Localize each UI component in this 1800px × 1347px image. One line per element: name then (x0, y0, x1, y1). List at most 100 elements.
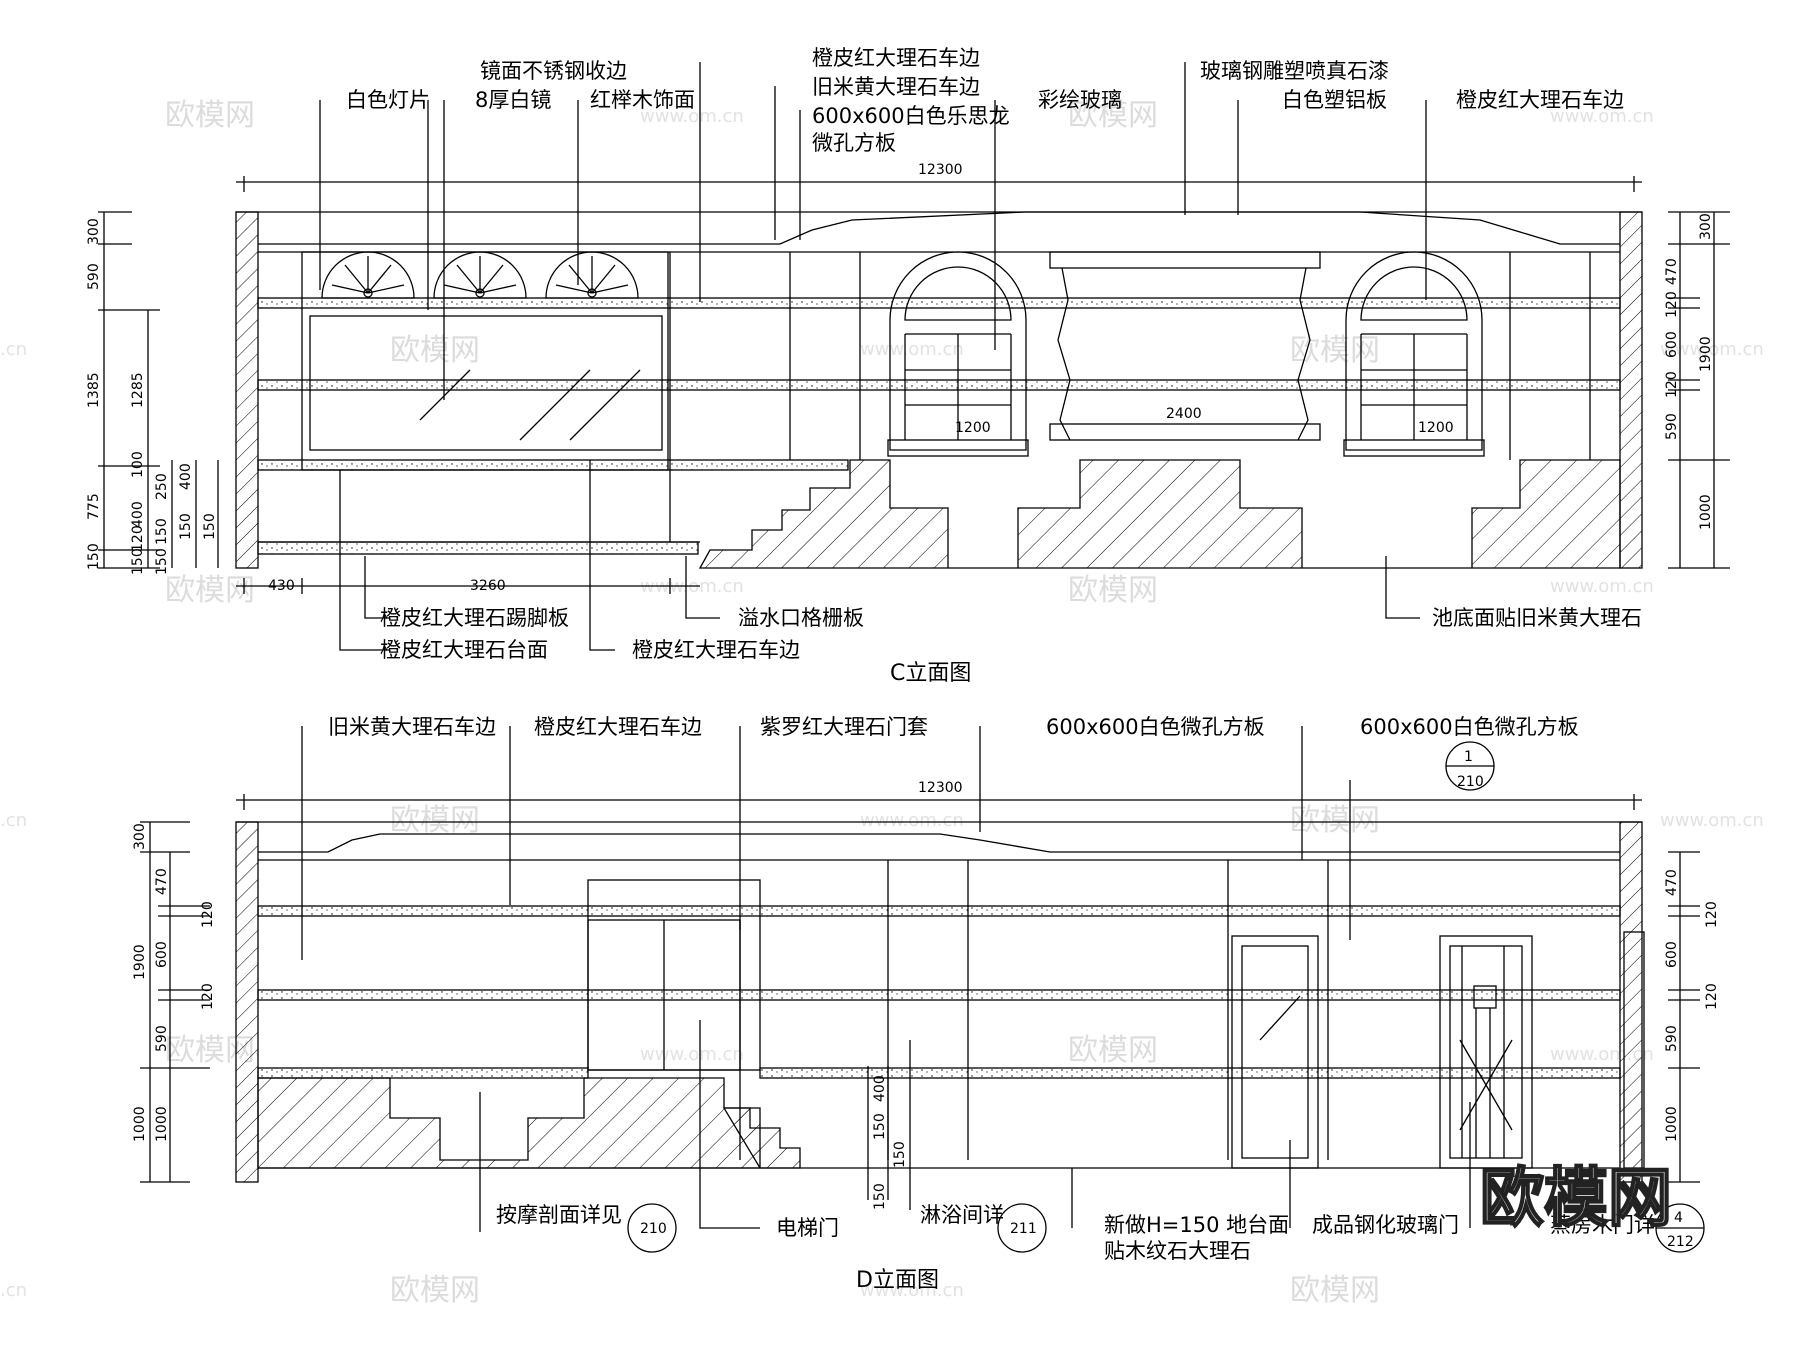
watermark: 欧模网 (1068, 573, 1158, 608)
label-elevator-door: 电梯门 (776, 1216, 839, 1240)
label-orange-marble-edge: 橙皮红大理石车边 (534, 715, 702, 739)
dim-vertical: 120 (1664, 371, 1680, 398)
dim-vertical: 150 (872, 1183, 888, 1210)
elevation-d-title: D立面图 (856, 1268, 939, 1293)
watermark: 欧模网 (165, 98, 255, 133)
watermark-site: www.om.cn (860, 1280, 964, 1301)
dim-opening: 1200 (1418, 420, 1454, 436)
watermark-layer: 欧模网 欧模网 欧模网 欧模网 欧模网 欧模网 欧模网 欧模网 欧模网 欧模网 … (0, 98, 1764, 1308)
dim-overall: 12300 (918, 780, 963, 796)
dim-vertical: 400 (130, 501, 146, 528)
label-massage-section: 按摩剖面详见 (496, 1203, 622, 1227)
right-wall (1619, 821, 1643, 1183)
dim-vertical: 1285 (130, 372, 146, 408)
label-white-mirror: 8厚白镜 (475, 88, 551, 112)
dim-bottom: 430 (268, 578, 295, 594)
watermark: 欧模网 (390, 803, 480, 838)
label-ceiling-panel: 600x600白色微孔方板 (1046, 715, 1265, 739)
elevation-c-title: C立面图 (890, 661, 971, 686)
dim-vertical: 470 (154, 868, 170, 895)
label-countertop: 橙皮红大理石台面 (380, 638, 548, 662)
label-orange-marble-edge-right: 橙皮红大理石车边 (1456, 88, 1624, 112)
dim-vertical: 600 (154, 941, 170, 968)
label-white-light-sheet: 白色灯片 (346, 88, 430, 112)
dim-vertical: 775 (86, 493, 102, 520)
dim-opening: 1200 (955, 420, 991, 436)
watermark-site: www.om.cn (1660, 339, 1764, 360)
dim-vertical: 590 (1664, 1025, 1680, 1052)
dim-vertical: 150 (130, 548, 146, 575)
watermark: 欧模网 (1068, 1033, 1158, 1068)
label-overflow-grille: 溢水口格栅板 (738, 606, 864, 630)
dim-vertical: 600 (1664, 941, 1680, 968)
dim-vertical: 1000 (1698, 494, 1714, 530)
watermark-site: www.om.cn (1660, 810, 1764, 831)
dim-vertical: 300 (1698, 213, 1714, 240)
elevation-d-labels: 旧米黄大理石车边 橙皮红大理石车边 紫罗红大理石门套 600x600白色微孔方板… (132, 715, 1720, 1293)
dim-vertical: 1900 (1698, 336, 1714, 372)
dim-vertical: 590 (154, 1025, 170, 1052)
label-skirting: 橙皮红大理石踢脚板 (380, 606, 569, 630)
label-sauna-door: 蒸房木门详 (1550, 1213, 1655, 1237)
dim-vertical: 150 (872, 1113, 888, 1140)
dim-vertical: 120 (1704, 983, 1720, 1010)
dim-vertical: 250 (154, 473, 170, 500)
label-glass-door: 成品钢化玻璃门 (1312, 1213, 1459, 1237)
label-marble-edge-bottom: 橙皮红大理石车边 (632, 638, 800, 662)
dim-vertical: 1000 (1664, 1106, 1680, 1142)
label-frp-sculpture: 玻璃钢雕塑喷真石漆 (1200, 59, 1389, 83)
dim-vertical: 400 (178, 463, 194, 490)
dim-vertical: 1385 (86, 372, 102, 408)
watermark: 欧模网 (1068, 98, 1158, 133)
dim-vertical: 120 (130, 525, 146, 552)
watermark: 欧模网 (390, 333, 480, 368)
label-beige-marble-edge: 旧米黄大理石车边 (812, 75, 980, 99)
detail-ref-bottom: 211 (1010, 1221, 1037, 1237)
elevation-c-labels: 白色灯片 镜面不锈钢收边 8厚白镜 红榉木饰面 橙皮红大理石车边 旧米黄大理石车… (86, 46, 1714, 686)
dim-vertical: 1000 (154, 1106, 170, 1142)
label-platform-finish: 贴木纹石大理石 (1104, 1239, 1251, 1263)
left-wall (235, 821, 259, 1183)
watermark: 欧模网 (165, 573, 255, 608)
detail-ref-bottom: 210 (640, 1221, 667, 1237)
watermark-site: www.om.cn (860, 339, 964, 360)
watermark-site: .cn (0, 339, 27, 360)
watermark-site: www.om.cn (1550, 576, 1654, 597)
detail-ref-top: 4 (1674, 1210, 1683, 1226)
dim-vertical: 120 (200, 983, 216, 1010)
detail-ref-top: 1 (1464, 749, 1473, 765)
detail-ref-bottom: 210 (1457, 774, 1484, 790)
label-mirror-steel-trim: 镜面不锈钢收边 (480, 59, 627, 83)
dim-vertical: 300 (132, 823, 148, 850)
watermark: 欧模网 (1290, 333, 1380, 368)
detail-ref-bottom: 212 (1667, 1234, 1694, 1250)
label-platform: 新做H=150 地台面 (1104, 1213, 1289, 1237)
dim-bottom: 3260 (470, 578, 506, 594)
dim-opening: 2400 (1166, 406, 1202, 422)
label-pool-bottom: 池底面贴旧米黄大理石 (1432, 606, 1642, 630)
dim-vertical: 150 (202, 513, 218, 540)
dim-vertical: 1900 (132, 944, 148, 980)
label-shower-detail: 淋浴间详 (920, 1203, 1004, 1227)
label-orange-marble-edge: 橙皮红大理石车边 (812, 46, 980, 70)
brand-logo: 欧模网 (1480, 1162, 1672, 1236)
dim-vertical: 400 (872, 1075, 888, 1102)
label-beech-veneer: 红榉木饰面 (590, 88, 695, 112)
dim-vertical: 150 (892, 1141, 908, 1168)
dim-overall: 12300 (918, 162, 963, 178)
left-wall (235, 211, 259, 569)
label-ceiling-panel-right: 600x600白色微孔方板 (1360, 715, 1579, 739)
watermark-site: www.om.cn (860, 810, 964, 831)
label-white-aluminum-plate: 白色塑铝板 (1282, 88, 1387, 112)
dim-vertical: 600 (1664, 331, 1680, 358)
label-beige-marble-edge: 旧米黄大理石车边 (328, 715, 496, 739)
dim-vertical: 100 (130, 451, 146, 478)
dim-vertical: 470 (1664, 258, 1680, 285)
dim-vertical: 150 (154, 548, 170, 575)
elevation-c (98, 62, 1730, 651)
dim-vertical: 300 (86, 218, 102, 245)
dim-vertical: 150 (86, 543, 102, 570)
dim-vertical: 150 (178, 513, 194, 540)
right-wall (1619, 211, 1643, 569)
